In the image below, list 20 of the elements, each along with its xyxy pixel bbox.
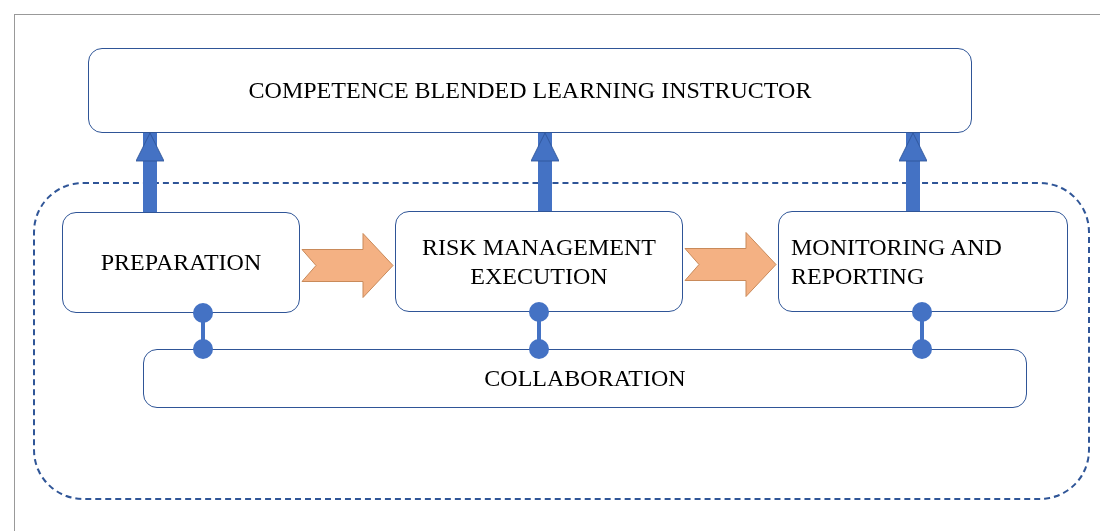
dashed-region bbox=[33, 182, 1090, 500]
dot-connector bbox=[912, 302, 932, 359]
chevron-arrow bbox=[684, 232, 777, 297]
box-label: COLLABORATION bbox=[484, 364, 686, 393]
box-label: COMPETENCE BLENDED LEARNING INSTRUCTOR bbox=[248, 76, 812, 105]
process-box bbox=[62, 212, 300, 313]
dot-connector bbox=[529, 302, 549, 359]
box-label: RISK MANAGEMENT bbox=[422, 232, 656, 262]
block-arrow bbox=[898, 132, 928, 211]
process-box bbox=[143, 349, 1027, 408]
process-box bbox=[395, 211, 683, 312]
block-arrow bbox=[530, 132, 560, 211]
block-arrow bbox=[135, 132, 165, 212]
process-box bbox=[778, 211, 1068, 312]
box-label: MONITORING AND REPORTING bbox=[791, 232, 1003, 291]
box-label: PREPARATION bbox=[100, 248, 262, 277]
chevron-arrow bbox=[301, 233, 394, 298]
box-label: EXECUTION bbox=[470, 261, 608, 291]
dot-connector bbox=[193, 303, 213, 359]
process-box bbox=[88, 48, 972, 133]
